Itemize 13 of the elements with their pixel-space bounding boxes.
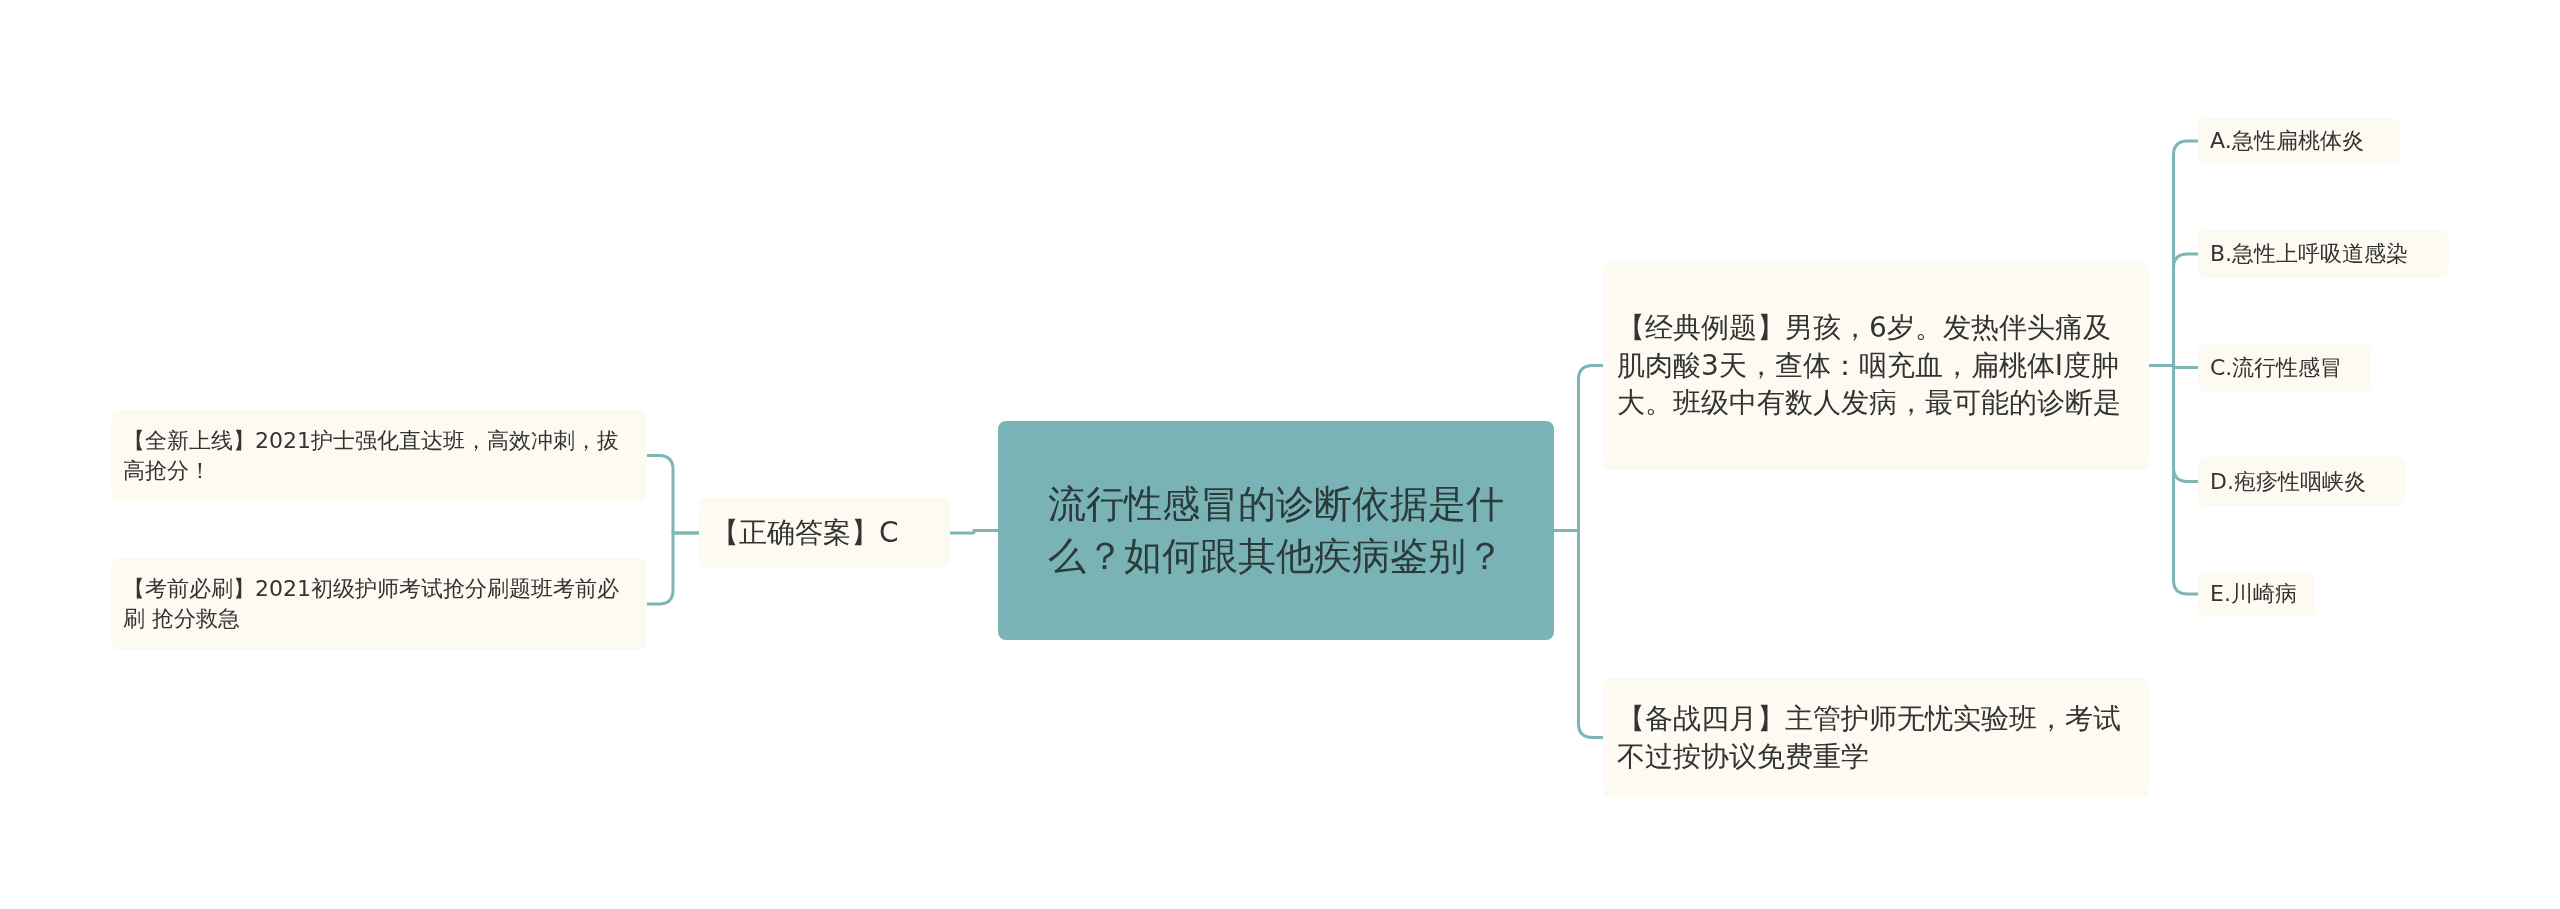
- option-box: B.急性上呼吸道感染: [2198, 230, 2449, 278]
- option-box: C.流行性感冒: [2198, 343, 2371, 392]
- connector: [950, 529, 998, 535]
- option-box: E.川崎病: [2198, 571, 2315, 617]
- topic-box: 流行性感冒的诊断依据是什么？如何跟其他疾病鉴别？: [998, 421, 1554, 640]
- note-box: 【考前必刷】2021初级护师考试抢分刷题班考前必刷 抢分救急: [111, 558, 647, 650]
- note-box: 【全新上线】2021护士强化直达班，高效冲刺，拔高抢分！: [111, 410, 647, 501]
- option-box: D.疱疹性咽峡炎: [2198, 457, 2405, 506]
- connector: [1554, 529, 1603, 739]
- answer-box: 【正确答案】C: [699, 498, 950, 568]
- option-box: A.急性扁桃体炎: [2198, 118, 2400, 164]
- note-box: 【备战四月】主管护师无忧实验班，考试不过按协议免费重学: [1603, 678, 2149, 797]
- question-box: 【经典例题】男孩，6岁。发热伴头痛及肌肉酸3天，查体：咽充血，扁桃体Ⅰ度肿大。班级中有数人发病，最可能的诊断是: [1603, 261, 2149, 470]
